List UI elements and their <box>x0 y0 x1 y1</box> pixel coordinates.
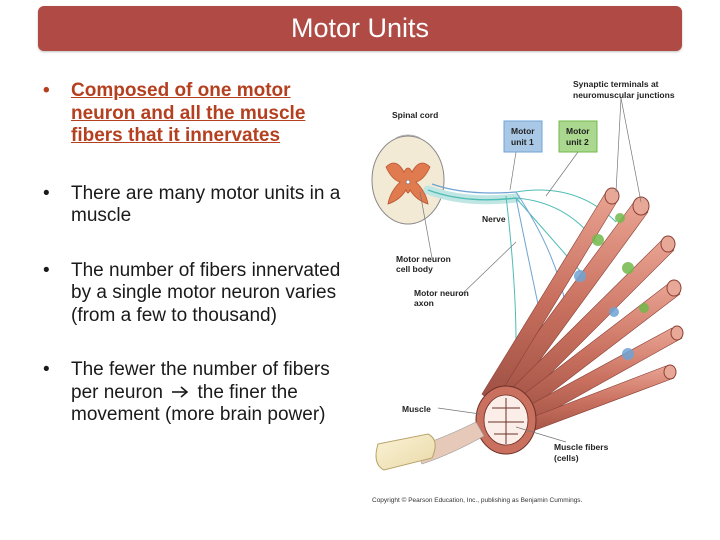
label-motor-unit-1: Motor <box>511 126 535 136</box>
label-motor-unit-2b: unit 2 <box>566 137 589 147</box>
slide-title: Motor Units <box>290 13 430 43</box>
label-motor-unit-2: Motor <box>566 126 590 136</box>
bullet-dot: • <box>43 259 50 281</box>
leader-lines <box>419 97 642 443</box>
bullet-text-before: The fewer the number of fibers per neuro… <box>71 359 330 403</box>
label-axon-2: axon <box>414 298 434 308</box>
label-muscle-fibers-2: (cells) <box>554 453 579 463</box>
bullet-dot: • <box>43 182 50 204</box>
label-spinal-cord: Spinal cord <box>392 110 438 120</box>
bullet-text: The number of fibers innervated by a sin… <box>71 259 341 326</box>
bullet-dot: • <box>43 359 50 380</box>
label-synaptic-terminals-2: neuromuscular junctions <box>573 90 675 100</box>
bullet-item: • Composed of one motor neuron and all t… <box>30 80 360 148</box>
label-axon: Motor neuron <box>414 288 469 298</box>
spinal-cord-diagram <box>371 134 445 225</box>
label-cell-body-2: cell body <box>396 264 433 274</box>
muscle-fibers <box>481 187 684 439</box>
muscle-cross-section <box>475 385 537 455</box>
synaptic-terminals <box>574 213 649 360</box>
motor-unit-illustration: Synaptic terminals at neuromuscular junc… <box>371 79 684 504</box>
bullet-text-after: the finer the movement (more brain power… <box>71 381 326 426</box>
bullet-text: There are many motor units in a muscle <box>71 182 341 227</box>
copyright-notice: Copyright © Pearson Education, Inc., pub… <box>372 496 583 504</box>
motor-unit-1-legend <box>503 120 543 153</box>
label-muscle: Muscle <box>402 404 431 414</box>
bullet-text: Composed of one motor neuron and all the… <box>71 80 306 146</box>
bullet-item: • The number of fibers innervated by a s… <box>30 260 360 328</box>
bone-tendon <box>375 421 485 471</box>
bullet-list: • Composed of one motor neuron and all t… <box>30 80 360 427</box>
label-cell-body: Motor neuron <box>396 254 451 264</box>
motor-unit-2-legend <box>558 120 598 153</box>
label-synaptic-terminals: Synaptic terminals at <box>573 79 659 89</box>
slide-title-bar: Motor Units <box>38 6 682 51</box>
bullet-item: • There are many motor units in a muscle <box>30 183 360 228</box>
label-muscle-fibers: Muscle fibers <box>554 442 609 452</box>
right-arrow-icon <box>172 385 189 398</box>
label-nerve: Nerve <box>482 214 506 224</box>
nerve-trunk <box>423 183 521 205</box>
label-motor-unit-1b: unit 1 <box>511 137 534 147</box>
bullet-item: • The fewer the number of fibers per neu… <box>30 359 360 427</box>
bullet-dot: • <box>43 80 50 101</box>
